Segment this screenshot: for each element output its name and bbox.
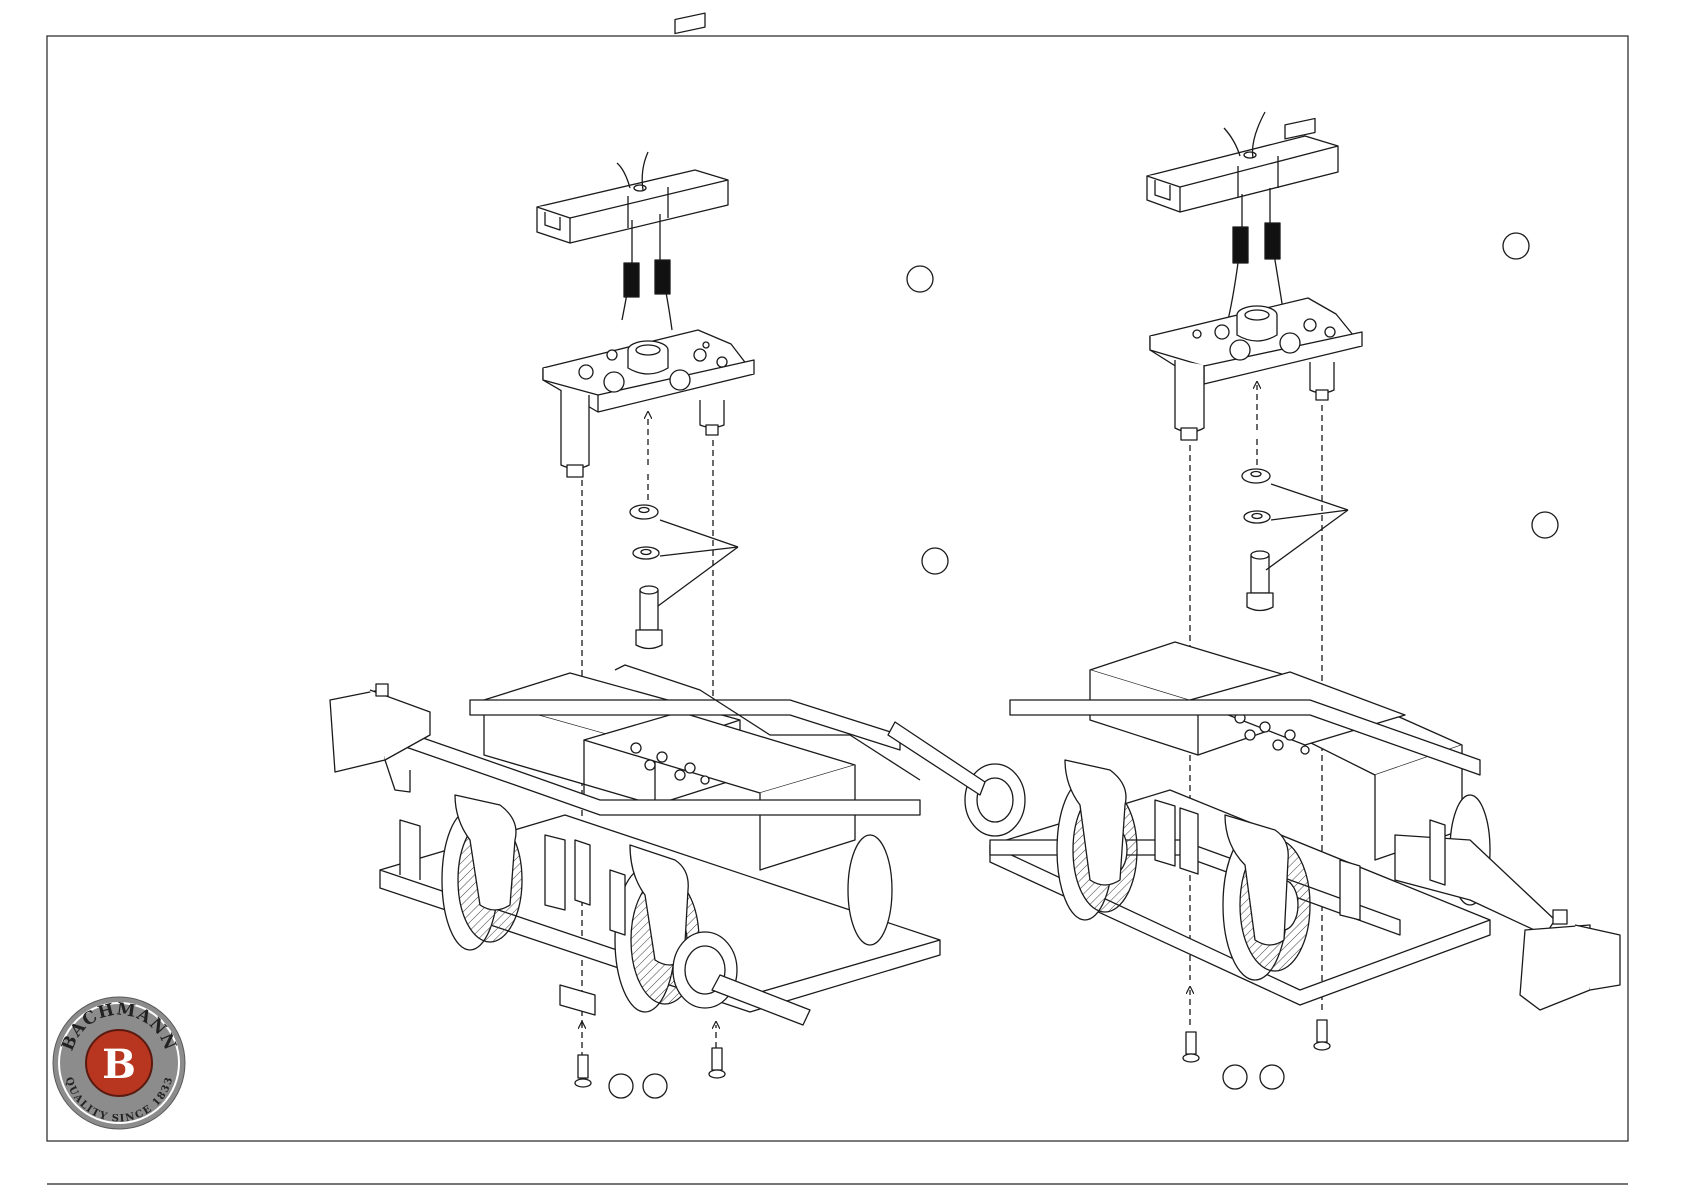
- left-pickup-housing: [537, 13, 728, 330]
- left-chassis: [330, 665, 940, 1025]
- right-callout-circle-2: [1532, 512, 1558, 538]
- logo-initial: B: [102, 1041, 136, 1088]
- right-washers-screw: [1242, 469, 1273, 611]
- left-callout-circle-1: [907, 266, 933, 292]
- right-callout-circle-1: [1503, 233, 1529, 259]
- left-callout-circle-2: [922, 548, 948, 574]
- right-assembly: [888, 112, 1620, 1089]
- left-bottom-screws: [575, 1048, 725, 1087]
- bachmann-logo: BACHMANN QUALITY SINCE 1833 B: [53, 997, 185, 1129]
- right-chassis: [888, 642, 1620, 1010]
- left-assembly: [330, 13, 948, 1098]
- left-callout-circle-4: [643, 1074, 667, 1098]
- right-callout-circle-4: [1260, 1065, 1284, 1089]
- right-callout-circle-3: [1223, 1065, 1247, 1089]
- right-bottom-screws: [1183, 1020, 1330, 1062]
- left-callout-circle-3: [609, 1074, 633, 1098]
- right-plate: [1150, 298, 1362, 440]
- left-washers-screw: [630, 505, 662, 649]
